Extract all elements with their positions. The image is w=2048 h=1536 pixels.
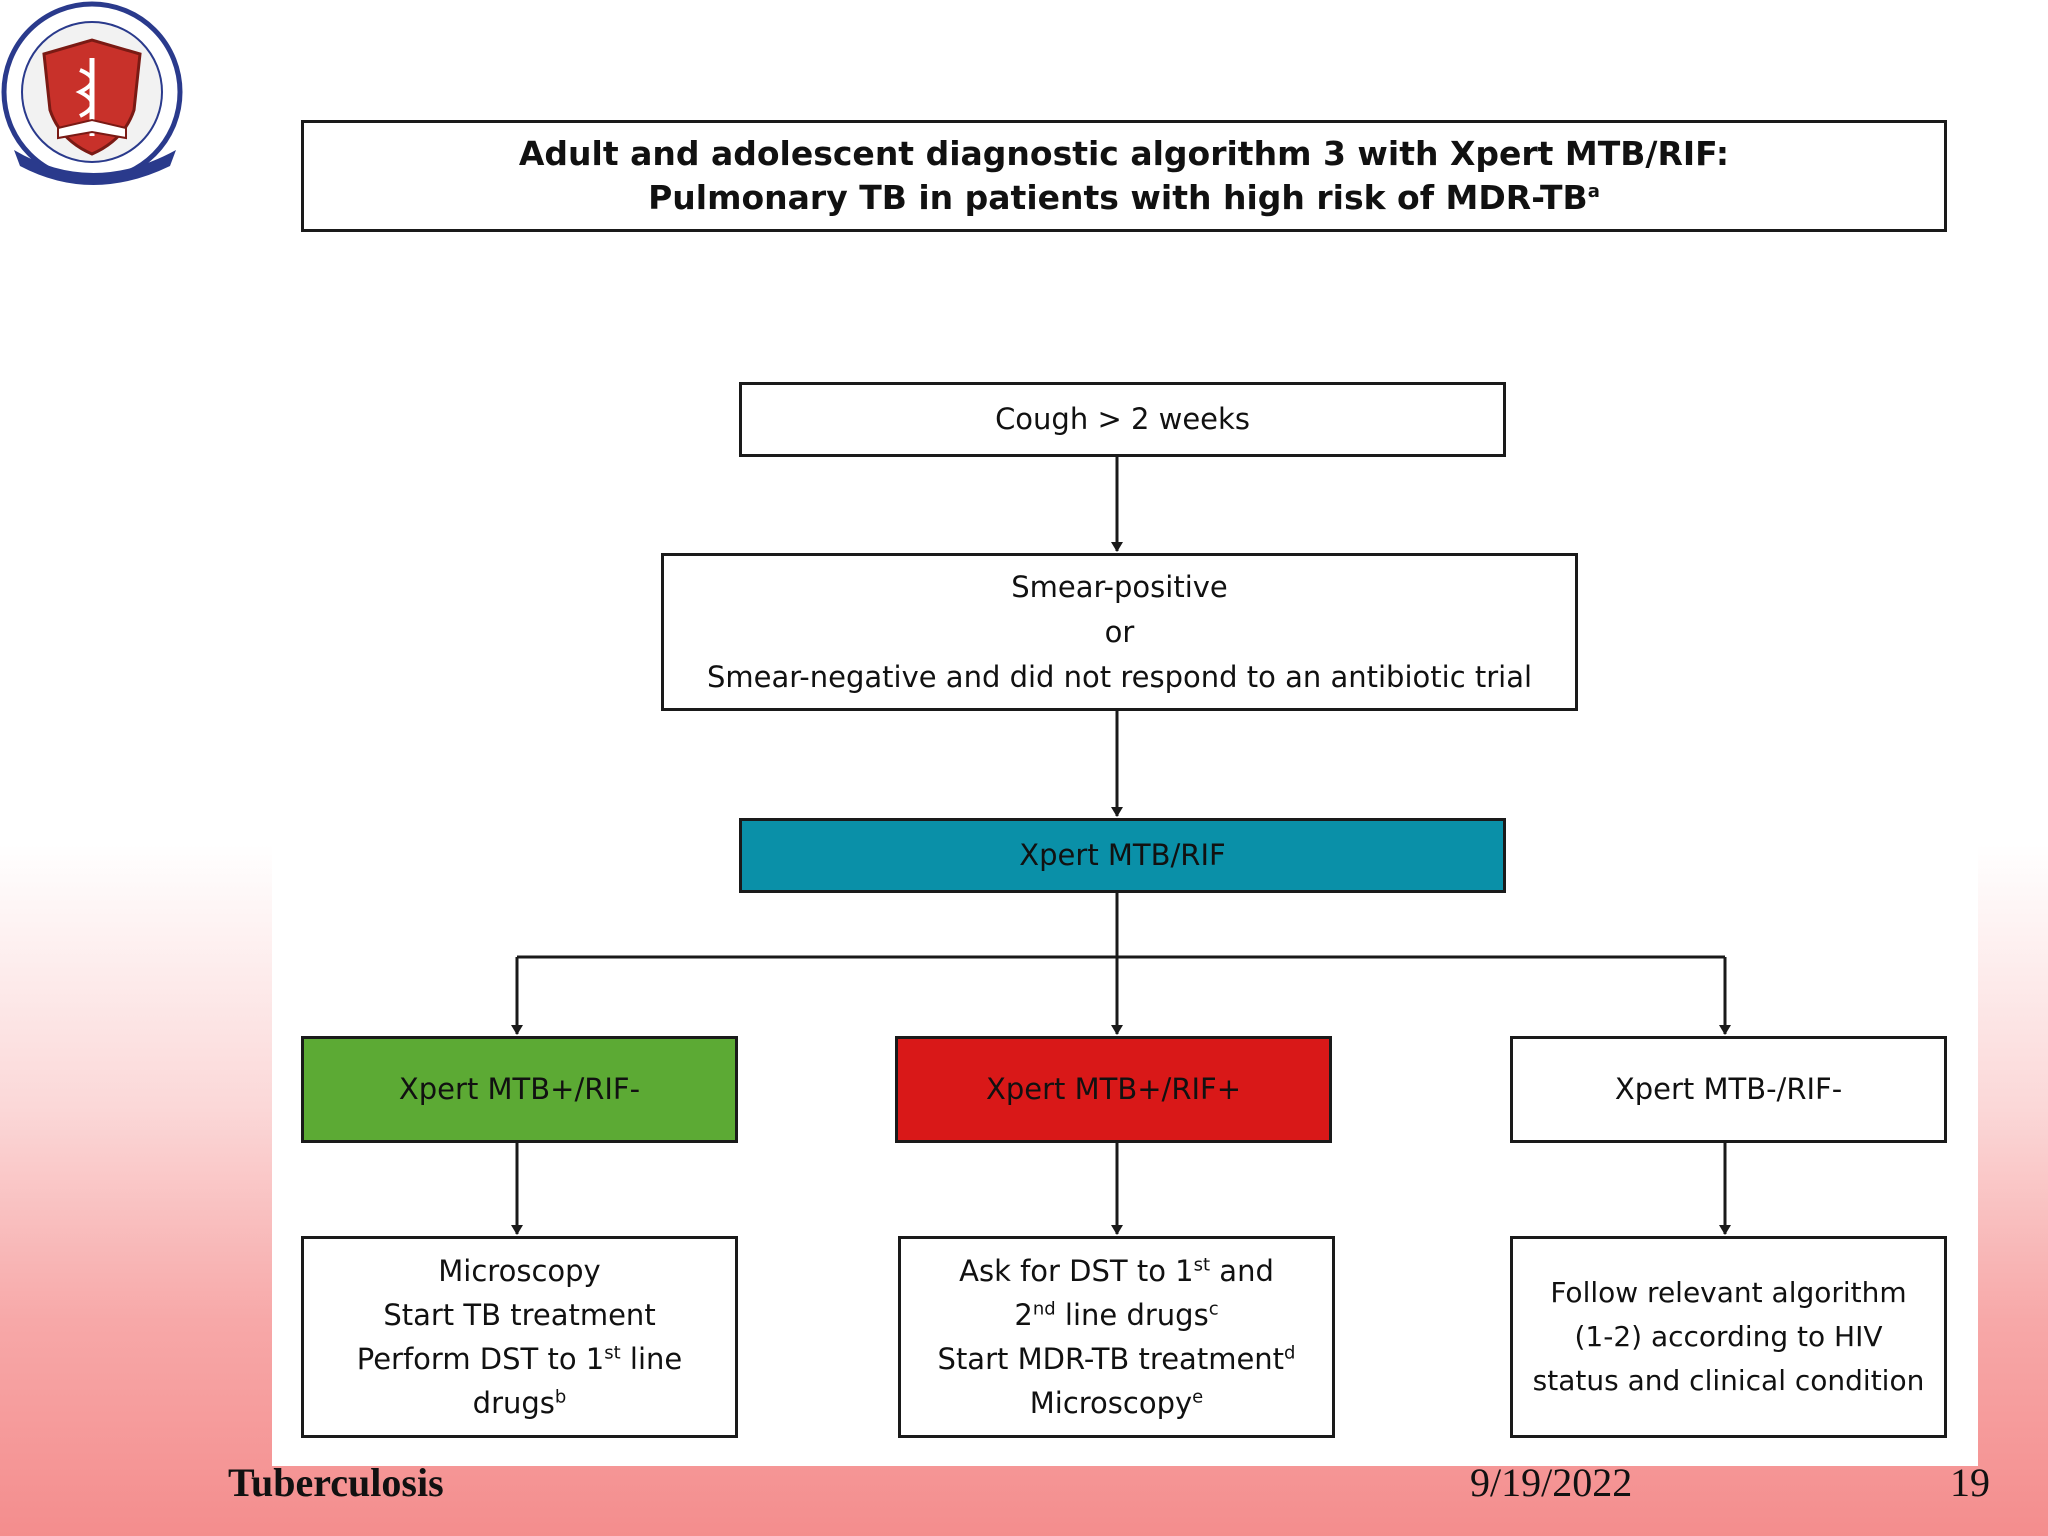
node-smear-line1: Smear-positive [1011,569,1228,604]
footer-date: 9/19/2022 [1470,1460,1633,1505]
footer-page-number: 19 [1950,1460,1990,1505]
left-action-line1: Microscopy [438,1254,601,1288]
diagram-title-line2: Pulmonary TB in patients with high risk … [648,178,1600,217]
right-action-line1: Follow relevant algorithm [1550,1276,1907,1309]
mid-action-line1: Ask for DST to 1st and [959,1254,1274,1288]
left-action-line4: drugsb [472,1386,567,1420]
node-smear-line3: Smear-negative and did not respond to an… [706,659,1533,694]
left-action-line2: Start TB treatment [383,1298,656,1332]
mid-action-line3: Start MDR-TB treatmentd [937,1342,1296,1376]
node-smear: Smear-positive or Smear-negative and did… [661,553,1578,711]
node-mtb-negative-label: Xpert MTB-/RIF- [1614,1072,1843,1106]
right-action-line2: (1-2) according to HIV [1574,1320,1883,1353]
node-mtb-negative: Xpert MTB-/RIF- [1510,1036,1947,1143]
slide-content-panel [272,0,1978,1466]
node-xpert-test: Xpert MTB/RIF [739,818,1506,893]
mid-action-line4: Microscopye [1029,1386,1204,1420]
node-rif-negative-label: Xpert MTB+/RIF- [398,1072,641,1106]
node-rif-positive-label: Xpert MTB+/RIF+ [985,1072,1241,1106]
node-rif-negative: Xpert MTB+/RIF- [301,1036,738,1143]
node-left-action: Microscopy Start TB treatment Perform DS… [301,1236,738,1438]
node-rif-positive: Xpert MTB+/RIF+ [895,1036,1332,1143]
diagram-title-box: Adult and adolescent diagnostic algorith… [301,120,1947,232]
left-action-line3: Perform DST to 1st line [356,1342,683,1376]
footer-topic: Tuberculosis [228,1460,444,1505]
university-crest-logo-icon [1,1,183,185]
node-cough: Cough > 2 weeks [739,382,1506,457]
mid-action-line2: 2nd line drugsc [1014,1298,1219,1332]
right-action-line3: status and clinical condition [1532,1364,1925,1397]
node-mid-action: Ask for DST to 1st and 2nd line drugsc S… [898,1236,1335,1438]
node-cough-label: Cough > 2 weeks [995,402,1250,436]
diagram-title-line1: Adult and adolescent diagnostic algorith… [518,134,1730,173]
node-xpert-test-label: Xpert MTB/RIF [1019,838,1226,872]
node-smear-line2: or [1104,614,1135,649]
node-right-action: Follow relevant algorithm (1-2) accordin… [1510,1236,1947,1438]
